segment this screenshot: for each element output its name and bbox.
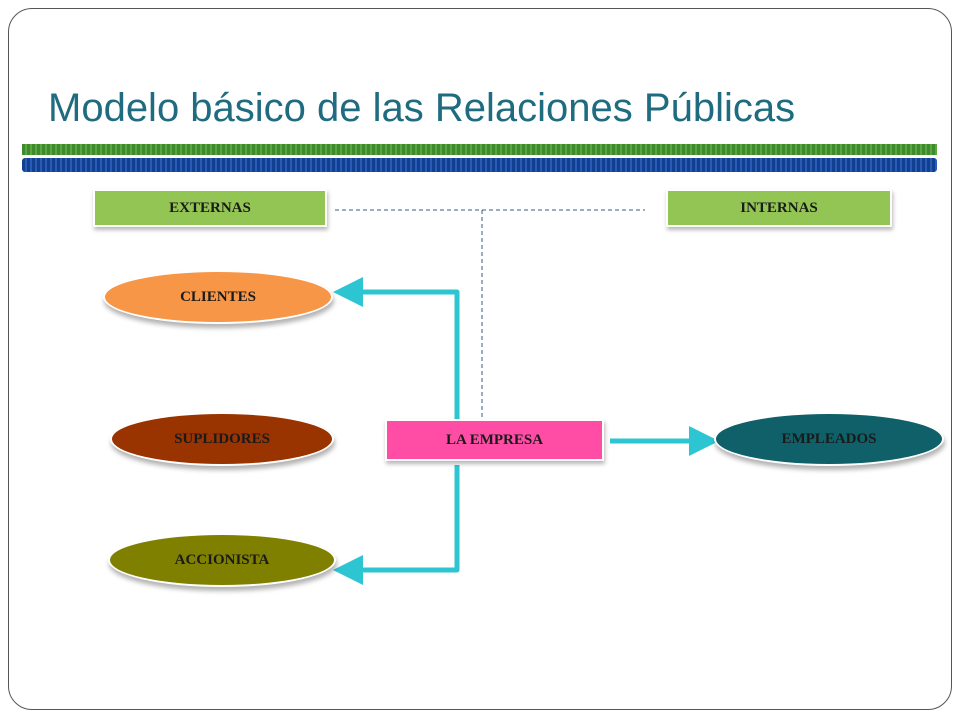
arrow-to-accionista (333, 465, 460, 585)
slide-title: Modelo básico de las Relaciones Públicas (48, 86, 796, 130)
accionista-label: ACCIONISTA (174, 551, 270, 568)
internas-label: INTERNAS (740, 199, 818, 216)
externas-box: EXTERNAS (95, 191, 325, 225)
suplidores-node: SUPLIDORES (112, 414, 332, 464)
externas-label: EXTERNAS (169, 199, 251, 216)
empleados-label: EMPLEADOS (781, 430, 877, 447)
accionista-node: ACCIONISTA (110, 535, 334, 585)
internas-box: INTERNAS (668, 191, 890, 225)
clientes-label: CLIENTES (180, 288, 256, 305)
arrow-to-clientes (333, 277, 460, 420)
empleados-node: EMPLEADOS (716, 414, 942, 464)
slide-frame (8, 8, 952, 710)
title-underline-green (22, 144, 937, 155)
clientes-node: CLIENTES (105, 272, 331, 322)
suplidores-label: SUPLIDORES (174, 430, 270, 447)
la-empresa-box: LA EMPRESA (387, 421, 602, 459)
title-underline-blue (22, 158, 937, 172)
la-empresa-label: LA EMPRESA (445, 431, 544, 448)
